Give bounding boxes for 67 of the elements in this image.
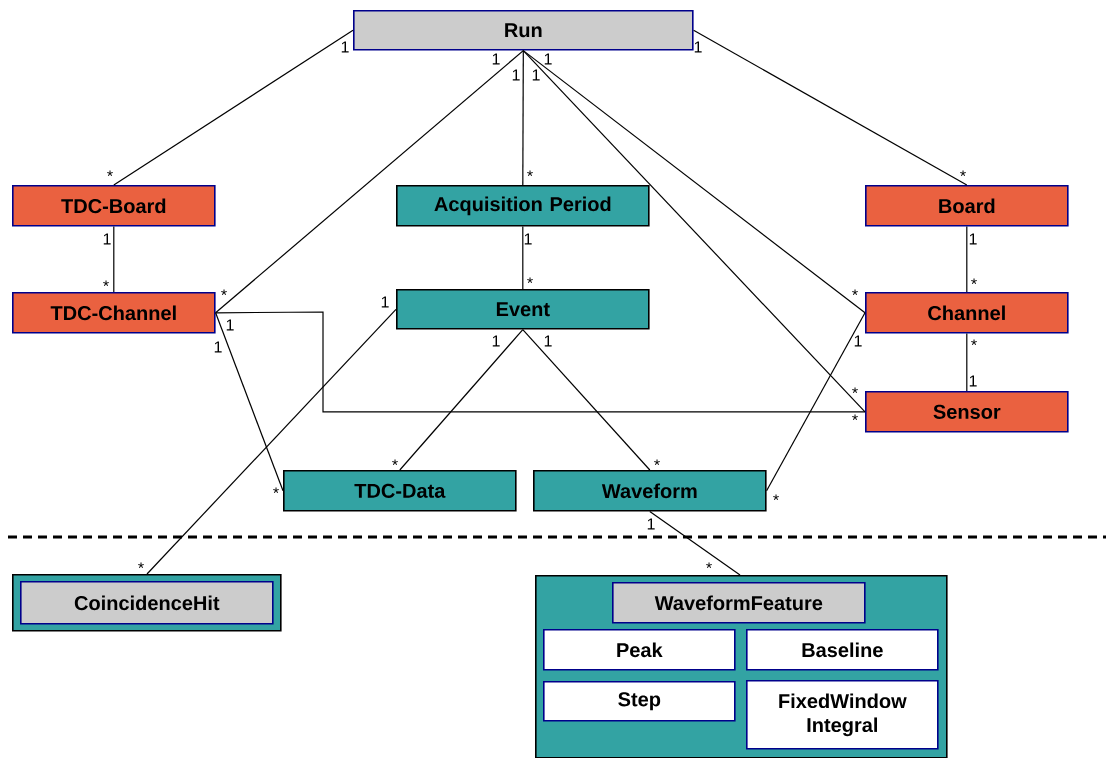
association-line [522, 50, 866, 314]
association-line [766, 312, 866, 492]
multiplicity-label: 1 [103, 233, 111, 245]
class-box: Channel [865, 292, 1069, 334]
multiplicity-label: * [107, 170, 113, 177]
class-box: TDC-Channel [12, 292, 216, 334]
multiplicity-label: 1 [544, 53, 552, 65]
class-box: WaveformFeature [612, 582, 866, 624]
association-line [522, 329, 651, 471]
multiplicity-label: 1 [694, 41, 702, 53]
class-box: FixedWindow Integral [746, 680, 939, 750]
multiplicity-label: * [852, 387, 858, 394]
association-line [215, 312, 284, 492]
class-box: Run [353, 10, 694, 51]
class-box: Board [865, 185, 1069, 227]
multiplicity-label: 1 [854, 335, 862, 347]
association-line [522, 50, 866, 413]
multiplicity-label: 1 [544, 335, 552, 347]
multiplicity-label: * [960, 170, 966, 177]
multiplicity-label: 1 [969, 233, 977, 245]
multiplicity-label: 1 [524, 233, 532, 245]
multiplicity-label: 1 [492, 335, 500, 347]
association-line [215, 311, 866, 413]
association-line [399, 329, 524, 471]
multiplicity-label: 1 [492, 53, 500, 65]
association-line [113, 29, 354, 186]
class-box: TDC-Data [283, 470, 517, 512]
multiplicity-label: * [103, 280, 109, 287]
multiplicity-label: * [273, 487, 279, 494]
association-line [966, 226, 968, 293]
class-box: Waveform [533, 470, 767, 512]
multiplicity-label: 1 [341, 41, 349, 53]
class-box: TDC-Board [12, 185, 216, 227]
class-box: Step [543, 681, 736, 722]
multiplicity-label: * [971, 339, 977, 346]
multiplicity-label: 1 [512, 69, 520, 81]
multiplicity-label: 1 [381, 296, 389, 308]
multiplicity-label: * [852, 289, 858, 296]
multiplicity-label: * [138, 562, 144, 569]
multiplicity-label: * [852, 414, 858, 421]
multiplicity-label: 1 [226, 319, 234, 331]
multiplicity-label: * [392, 459, 398, 466]
class-box: Peak [543, 629, 736, 671]
multiplicity-label: * [527, 170, 533, 177]
class-box: Event [396, 289, 650, 330]
multiplicity-label: 1 [532, 69, 540, 81]
association-line [215, 50, 524, 314]
association-line [966, 333, 968, 392]
class-box: Baseline [746, 629, 939, 671]
multiplicity-label: * [706, 562, 712, 569]
association-line [522, 50, 524, 186]
multiplicity-label: 1 [969, 375, 977, 387]
class-box: Sensor [865, 391, 1069, 433]
class-box: Acquisition Period [396, 185, 650, 227]
association-line [113, 226, 115, 293]
class-box: CoincidenceHit [20, 581, 274, 625]
multiplicity-label: * [971, 278, 977, 285]
multiplicity-label: 1 [647, 518, 655, 530]
association-line [649, 511, 741, 576]
association-line [522, 226, 524, 290]
multiplicity-label: * [527, 277, 533, 284]
multiplicity-label: * [773, 494, 779, 501]
association-line [146, 308, 397, 575]
multiplicity-label: * [221, 289, 227, 296]
multiplicity-label: 1 [214, 341, 222, 353]
association-line [693, 29, 968, 186]
multiplicity-label: * [654, 459, 660, 466]
